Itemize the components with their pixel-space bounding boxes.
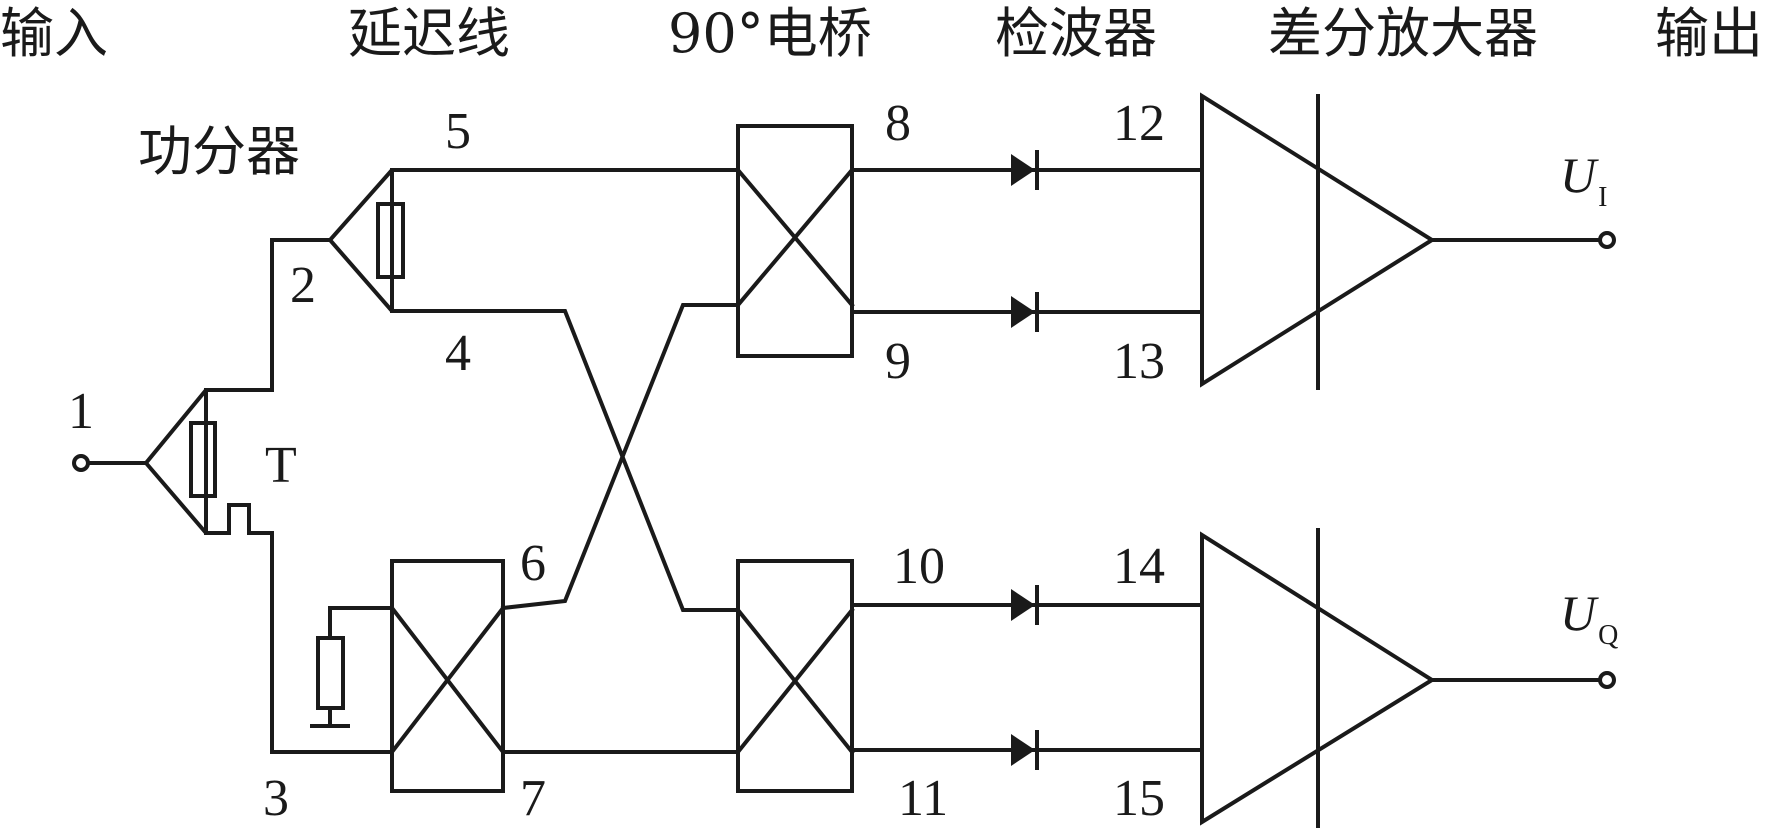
tee-label: T [265,437,297,494]
detector-line-8-12 [850,150,1204,190]
port-14: 14 [1113,538,1165,595]
diode-icon [1011,589,1035,621]
diode-icon [1011,734,1035,766]
header-90-bridge: 90°电桥 [668,2,872,65]
port-3: 3 [263,770,289,827]
diff-amplifier-bottom [1200,528,1602,828]
wire-1-to-2 [204,238,332,392]
port-15: 15 [1113,770,1165,827]
input-terminal [72,454,148,472]
port-13: 13 [1113,333,1165,390]
diode-icon [1011,154,1035,186]
wire-1-tee-to-3 [204,503,394,754]
power-divider-1 [143,388,217,535]
header-input: 输入 [0,2,108,65]
wire-4 [390,309,740,612]
port-7: 7 [520,770,546,827]
port-5: 5 [445,103,471,160]
power-divider-label: 功分器 [138,120,300,183]
diff-amplifier-top [1200,92,1602,390]
wire-6 [500,303,740,611]
detector-line-9-13 [850,292,1204,332]
header-detector: 检波器 [995,2,1157,65]
port-12: 12 [1113,95,1165,152]
port-6: 6 [520,535,546,592]
header-diff-amplifier: 差分放大器 [1268,2,1538,65]
header-output: 输出 [1655,2,1763,65]
detector-line-10-14 [850,585,1204,625]
power-divider-1-resistor [189,421,217,498]
hybrid-delay [389,559,506,793]
port-9: 9 [885,333,911,390]
termination-resistor [316,636,345,710]
diode-icon [1011,296,1035,328]
port-8: 8 [885,95,911,152]
termination-load [310,606,394,728]
detector-line-11-15 [850,730,1204,770]
port-10: 10 [893,538,945,595]
port-2: 2 [290,257,316,314]
output-terminal-uq [1598,671,1616,689]
output-label-uq: UQ [1560,585,1618,651]
port-1: 1 [68,383,94,440]
power-divider-2 [327,168,405,313]
port-4: 4 [445,325,471,382]
header-delay-line: 延迟线 [348,2,510,65]
port-11: 11 [898,770,948,827]
output-label-ui: UI [1560,147,1607,213]
output-terminal-ui [1598,231,1616,249]
bridge-90-bottom [735,559,855,793]
bridge-90-top [735,124,855,358]
power-divider-2-resistor [376,202,405,279]
